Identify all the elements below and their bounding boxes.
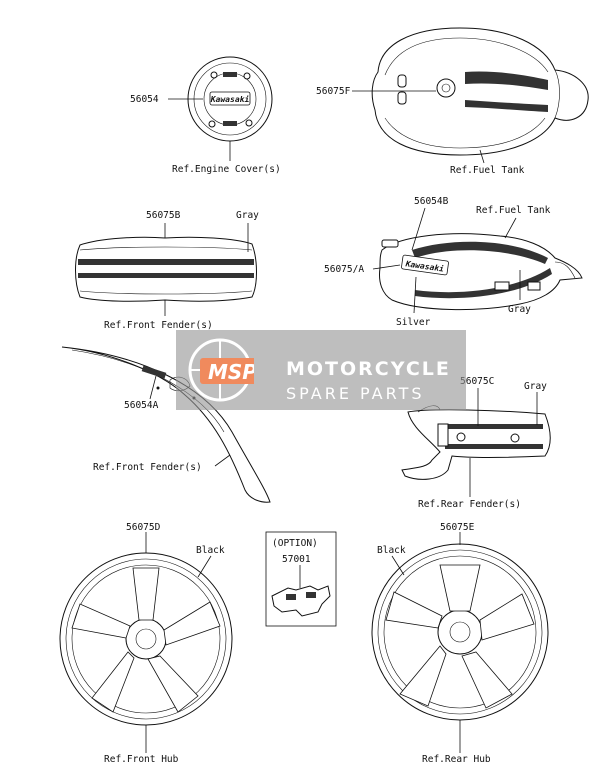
color-gray-tank: Gray: [508, 304, 531, 315]
color-gray-front-fender: Gray: [236, 210, 259, 221]
label-56075C: 56075C: [460, 376, 494, 387]
svg-text:Kawasaki: Kawasaki: [210, 94, 250, 104]
ref-fuel-tank-side: Ref.Fuel Tank: [476, 205, 551, 216]
watermark-title: MOTORCYCLE: [286, 358, 451, 380]
label-56075F: 56075F: [316, 86, 351, 97]
color-black-front-wheel: Black: [196, 545, 225, 556]
label-56075B: 56075B: [146, 210, 181, 221]
ref-front-hub: Ref.Front Hub: [104, 754, 179, 765]
option-label: (OPTION): [272, 538, 318, 549]
ref-front-fender-side: Ref.Front Fender(s): [93, 462, 202, 473]
msp-logo-text: MSP: [208, 360, 254, 384]
color-gray-rear-fender: Gray: [524, 381, 547, 392]
label-56054A: 56054A: [124, 400, 159, 411]
ref-rear-fender: Ref.Rear Fender(s): [418, 499, 521, 510]
ref-front-fender-top: Ref.Front Fender(s): [104, 320, 213, 331]
engine-cover-illustration: Kawasaki: [187, 56, 273, 142]
color-black-rear-wheel: Black: [377, 545, 406, 556]
ref-rear-hub: Ref.Rear Hub: [422, 754, 491, 765]
fuel-tank-side-illustration: Kawasaki: [379, 233, 583, 311]
watermark-subtitle: SPARE PARTS: [286, 384, 425, 403]
option-box: [265, 531, 337, 627]
front-fender-top-illustration: [75, 236, 257, 302]
label-56054B: 56054B: [414, 196, 449, 207]
label-56075A: 56075/A: [324, 264, 364, 275]
ref-engine-cover: Ref.Engine Cover(s): [172, 164, 281, 175]
ref-fuel-tank-top: Ref.Fuel Tank: [450, 165, 525, 176]
fuel-tank-top-illustration: [371, 27, 589, 156]
front-wheel-illustration: [59, 552, 233, 726]
color-silver-tank: Silver: [396, 317, 431, 328]
rear-fender-illustration: [401, 405, 551, 480]
msp-logo: MSP: [188, 338, 254, 402]
label-56054: 56054: [130, 94, 159, 105]
label-57001: 57001: [282, 554, 311, 565]
label-56075D: 56075D: [126, 522, 161, 533]
rear-wheel-illustration: [371, 543, 549, 721]
label-56075E: 56075E: [440, 522, 475, 533]
watermark: MSP MOTORCYCLE SPARE PARTS: [176, 330, 466, 410]
